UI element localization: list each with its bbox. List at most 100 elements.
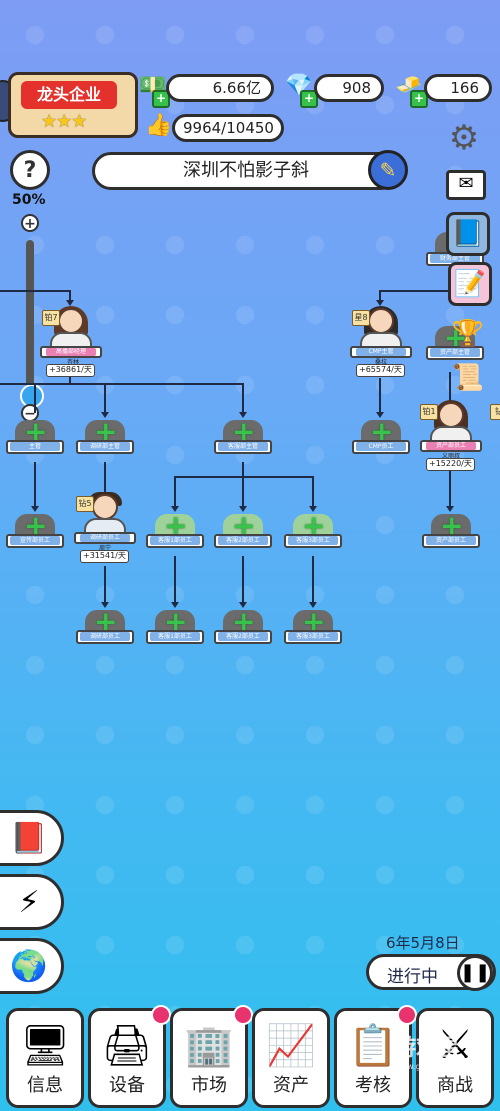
- desk-role: 客服2部员工: [218, 632, 268, 641]
- empty-desk-service1-staff[interactable]: + 客服1部员工: [146, 509, 204, 552]
- desk-role: 资产部员工: [426, 536, 476, 545]
- connector-arrow: [171, 506, 179, 512]
- connector: [104, 566, 106, 606]
- desk-role: 客服部主管: [218, 442, 268, 451]
- zoom-in-button[interactable]: +: [21, 214, 39, 232]
- mail-icon[interactable]: ✉: [446, 170, 486, 200]
- connector: [104, 383, 106, 413]
- employee-income: +15220/天: [426, 458, 475, 471]
- power-boost-icon[interactable]: ⚡: [0, 874, 64, 930]
- empty-desk-research-supervisor[interactable]: + 调研部主管: [76, 418, 134, 458]
- rank-stars: ★★★: [41, 111, 87, 132]
- employee-rank-tag: 铂7: [42, 310, 60, 326]
- scroll-icon[interactable]: 📜: [451, 363, 485, 393]
- notification-dot: [397, 1005, 417, 1025]
- rank-title: 龙头企业: [21, 81, 117, 109]
- employee-card-asset[interactable]: 资产部员工: [420, 400, 482, 462]
- hire-plus-icon: +: [164, 509, 188, 542]
- tab-info[interactable]: 🖥 信息: [6, 1008, 84, 1108]
- checklist-icon[interactable]: 📝: [448, 262, 492, 306]
- desk-role: 调研部员工: [80, 632, 130, 641]
- pause-icon[interactable]: ❚❚: [457, 955, 493, 991]
- company-rank-badge[interactable]: 龙头企业 ★★★: [8, 72, 138, 138]
- tab-business-war[interactable]: ⚔ 商战: [416, 1008, 494, 1108]
- map-location-icon[interactable]: 🌍: [0, 938, 64, 994]
- help-icon[interactable]: ?: [10, 150, 50, 190]
- employee-rank-tag: 钻: [490, 404, 500, 420]
- empty-desk-service3-staff-b[interactable]: + 客服3部员工: [284, 605, 342, 648]
- connector-arrow: [171, 602, 179, 608]
- trophy-icon[interactable]: 🏆: [451, 319, 485, 349]
- game-date: 6年5月8日: [386, 934, 460, 952]
- diamond-add-icon[interactable]: +: [300, 90, 318, 108]
- employee-name: 周宁: [98, 545, 111, 552]
- tab-label: 资产: [273, 1075, 309, 1096]
- connector: [449, 372, 451, 408]
- empty-desk-cmp-staff[interactable]: + CMP员工: [352, 418, 410, 458]
- connector: [242, 383, 244, 413]
- money-add-icon[interactable]: +: [152, 90, 170, 108]
- tab-market[interactable]: 🏢 市场: [170, 1005, 253, 1108]
- company-name[interactable]: 深圳不怕影子斜: [92, 152, 400, 190]
- desk-role: 财务部主管: [430, 254, 480, 263]
- gear-icon[interactable]: ⚙: [448, 118, 480, 158]
- watermark-sub: www.gamexing.com: [394, 1062, 475, 1071]
- running-status[interactable]: 进行中 ❚❚: [366, 954, 496, 991]
- approval-value: 9964/10450: [172, 114, 284, 142]
- hire-plus-icon: +: [302, 509, 326, 542]
- documents-icon: 📋: [348, 1022, 398, 1069]
- desk-role: 客服1部员工: [150, 632, 200, 641]
- hire-plus-icon: +: [302, 605, 326, 638]
- desk-role: 客服1部员工: [150, 536, 200, 545]
- connector: [174, 476, 176, 510]
- gold-add-icon[interactable]: +: [410, 90, 428, 108]
- employee-role: 调研部员工: [80, 534, 130, 542]
- connector: [69, 372, 71, 384]
- computer-icon: 🖥: [19, 1022, 71, 1069]
- tab-label: 市场: [191, 1075, 227, 1096]
- tab-assessment[interactable]: 📋 考核: [334, 1005, 417, 1108]
- hire-plus-icon: +: [444, 321, 468, 354]
- connector-arrow: [376, 300, 384, 306]
- empty-desk-asset-staff[interactable]: + 资产部员工: [422, 512, 480, 552]
- employee-card-cmp[interactable]: CMP主管: [350, 306, 412, 368]
- empty-desk-asset-manager[interactable]: + 资产部主管: [426, 321, 484, 364]
- battle-icon: ⚔: [437, 1022, 473, 1068]
- connector: [34, 383, 36, 413]
- connector-arrow: [309, 506, 317, 512]
- tab-equipment[interactable]: 🖨 设备: [88, 1005, 171, 1108]
- printer-icon: 🖨: [101, 1022, 153, 1069]
- connector-arrow: [239, 602, 247, 608]
- empty-desk-research-staff[interactable]: + 调研部员工: [76, 608, 134, 648]
- empty-desk-publicity-staff[interactable]: + 宣传部员工: [6, 512, 64, 552]
- zoom-slider-track[interactable]: [26, 240, 34, 395]
- empty-desk-supervisor[interactable]: + 主管: [6, 415, 64, 458]
- connector-arrow: [101, 412, 109, 418]
- empty-desk-service1-staff-b[interactable]: + 客服1部员工: [146, 608, 204, 648]
- hire-plus-icon: +: [232, 509, 256, 542]
- hire-plus-icon: +: [24, 415, 48, 448]
- employee-head: [92, 494, 118, 520]
- desk-role: 主管: [10, 442, 60, 451]
- gold-value: 166: [424, 74, 492, 102]
- connector: [104, 462, 106, 492]
- connector: [34, 462, 36, 510]
- desk-role: 客服3部员工: [288, 536, 338, 545]
- connector: [174, 556, 176, 606]
- empty-desk-service2-staff[interactable]: + 客服2部员工: [214, 509, 272, 552]
- tab-label: 商战: [437, 1075, 473, 1096]
- thumbs-up-icon: 👍: [145, 112, 173, 138]
- empty-desk-service2-staff-b[interactable]: + 客服2部员工: [214, 608, 272, 648]
- employee-name: 桑拉: [374, 359, 387, 366]
- notebook-icon[interactable]: 📘: [446, 212, 490, 256]
- book-icon[interactable]: 📕: [0, 810, 64, 866]
- tab-label: 考核: [355, 1075, 391, 1096]
- tab-assets[interactable]: 📈 资产: [252, 1008, 330, 1108]
- empty-desk-service3-staff[interactable]: + 客服3部员工: [284, 509, 342, 552]
- edit-pencil-icon[interactable]: ✎: [368, 150, 408, 190]
- money-value: 6.66亿: [166, 74, 274, 102]
- zoom-percent: 50%: [12, 192, 46, 208]
- empty-desk-service-supervisor[interactable]: + 客服部主管: [214, 418, 272, 458]
- desk-role: 客服2部员工: [218, 536, 268, 545]
- connector: [242, 476, 244, 510]
